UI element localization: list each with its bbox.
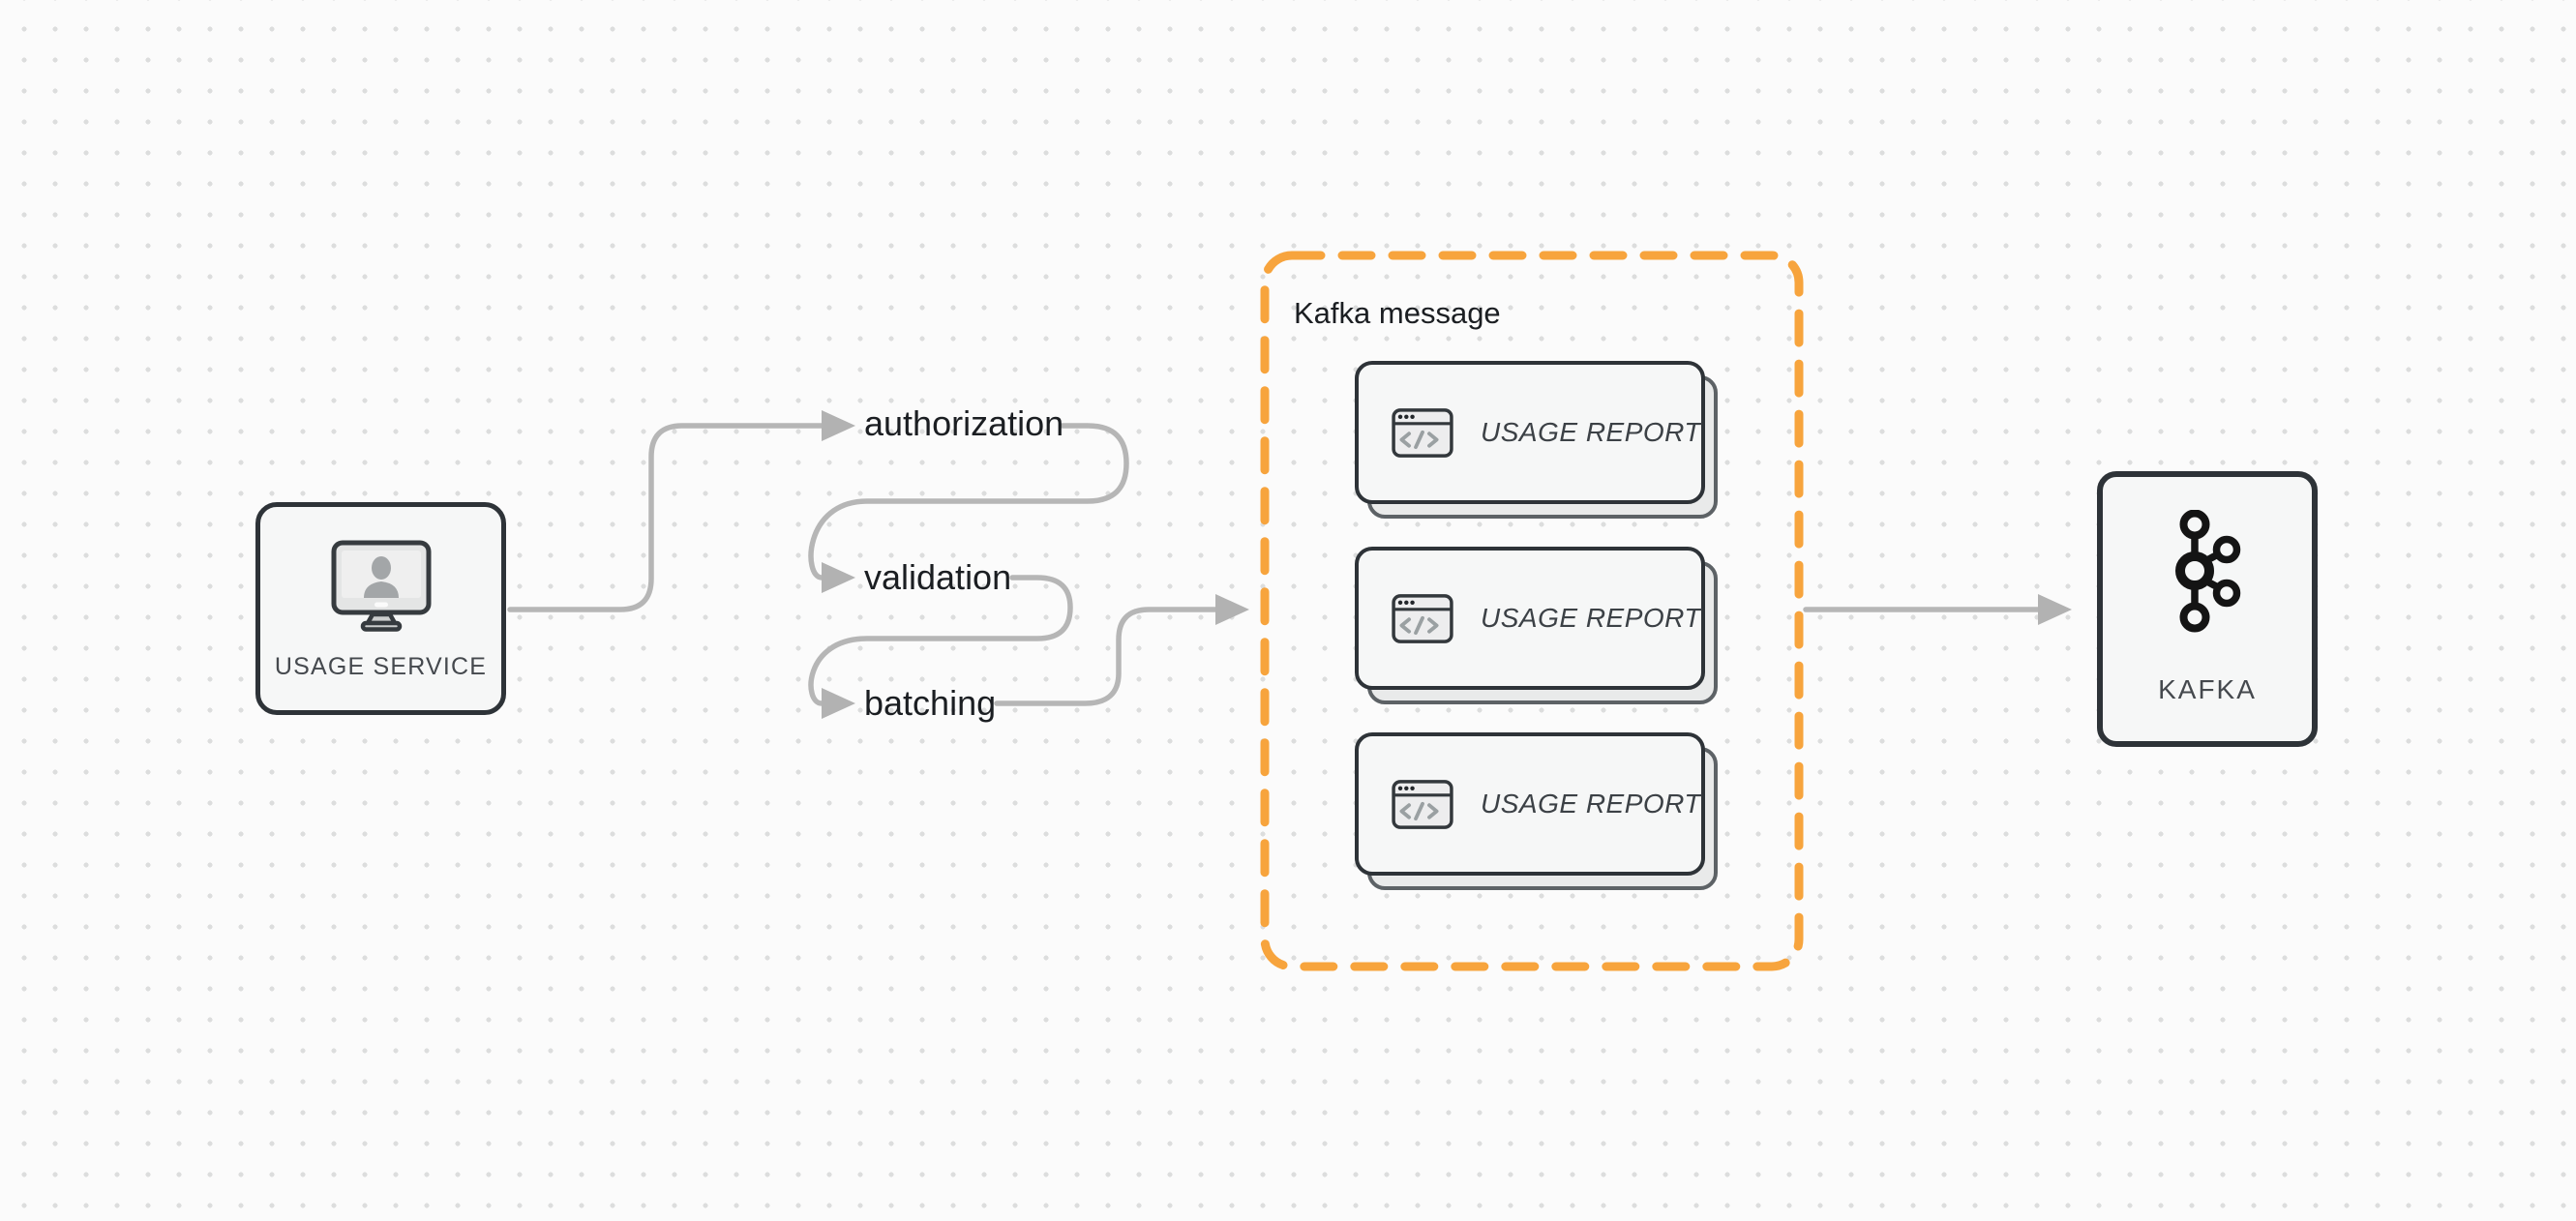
kafka-message-group-title: Kafka message (1294, 296, 1501, 330)
arrowhead-validation (822, 562, 855, 593)
code-window-icon (1392, 779, 1453, 829)
connector-usage-to-authorization (507, 423, 824, 612)
user-monitor-icon (331, 540, 431, 632)
card-front: USAGE REPORT (1355, 361, 1705, 504)
code-window-icon (1392, 593, 1453, 643)
step-label-validation: validation (864, 557, 1012, 597)
card-front: USAGE REPORT (1355, 547, 1705, 690)
step-label-batching: batching (864, 683, 997, 723)
kafka-message-group-border (1260, 251, 1804, 971)
usage-report-card: USAGE REPORT (1355, 547, 1718, 704)
card-front: USAGE REPORT (1355, 732, 1705, 876)
connector-batching-to-group (994, 607, 1218, 706)
arrowhead-authorization (822, 410, 855, 441)
usage-report-label: USAGE REPORT (1481, 417, 1701, 447)
usage-report-card: USAGE REPORT (1355, 361, 1718, 519)
usage-report-label: USAGE REPORT (1481, 603, 1701, 633)
arrowhead-group (1215, 594, 1249, 625)
kafka-node: KAFKA (2097, 471, 2318, 747)
usage-service-node: USAGE SERVICE (255, 502, 506, 715)
arrowhead-kafka (2038, 594, 2072, 625)
step-label-authorization: authorization (864, 403, 1064, 443)
connector-validation-to-batching (808, 575, 1073, 706)
code-window-icon (1392, 407, 1453, 458)
usage-report-card: USAGE REPORT (1355, 732, 1718, 890)
usage-report-label: USAGE REPORT (1481, 789, 1701, 819)
arrowhead-batching (822, 688, 855, 719)
connector-authorization-to-validation (808, 423, 1129, 581)
usage-service-label: USAGE SERVICE (274, 653, 488, 680)
kafka-label: KAFKA (2158, 674, 2257, 704)
kafka-icon (2175, 510, 2241, 633)
